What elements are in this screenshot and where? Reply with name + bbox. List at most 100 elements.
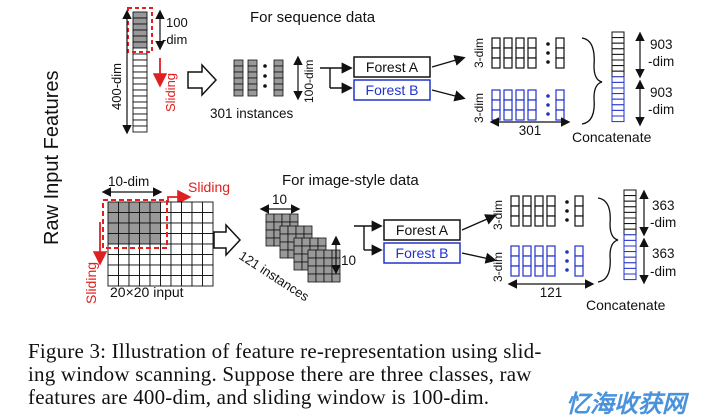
- image-cell: [191, 233, 203, 245]
- class-cell: [522, 245, 532, 257]
- out-b-dim-label-2-bottom: -dim: [650, 264, 676, 279]
- ellipsis-dot: [565, 200, 569, 204]
- patch-cell: [293, 253, 303, 263]
- class-cell: [546, 245, 556, 257]
- forest-b-box-bottom: [383, 242, 461, 264]
- patch-cell: [307, 265, 317, 275]
- image-cell: [191, 243, 203, 255]
- ellipsis-dot: [546, 94, 550, 98]
- concat-cell: [623, 234, 637, 241]
- class-cell: [515, 37, 525, 49]
- class-dim-a-label-bottom: 3-dim: [491, 200, 505, 230]
- image-cell: [128, 243, 140, 255]
- image-cell: [202, 264, 214, 276]
- image-cell: [118, 222, 130, 234]
- class-cell: [522, 255, 532, 267]
- instance-cell: [247, 65, 258, 73]
- concat-cell: [623, 245, 637, 253]
- instance-cell: [247, 59, 258, 67]
- patch-height-label: 10: [341, 253, 356, 268]
- image-cell: [170, 233, 182, 245]
- image-cell: [191, 254, 203, 266]
- patch-cell: [331, 273, 341, 283]
- instance-dim-label: 100-dim: [302, 60, 316, 103]
- image-cell: [160, 243, 172, 255]
- instance-cell: [233, 59, 244, 67]
- concat-cell: [611, 104, 625, 111]
- class-cell: [555, 99, 565, 111]
- patch-cell: [265, 237, 275, 247]
- class-vectors-a-top: [491, 37, 565, 69]
- vector-cell: [132, 41, 148, 49]
- forest-a-box-top: [353, 56, 431, 78]
- sliding-right-label: Sliding: [188, 179, 230, 195]
- concat-cell: [623, 267, 637, 275]
- ellipsis-dot: [546, 103, 550, 107]
- class-cell: [491, 57, 501, 69]
- patch-cell: [323, 273, 333, 283]
- patch-cell: [287, 225, 297, 235]
- class-cell: [527, 57, 537, 69]
- forest-a-box-bottom: [383, 219, 461, 241]
- image-cell: [170, 222, 182, 234]
- concat-cell: [623, 195, 637, 202]
- forest-a-label-bottom: Forest A: [396, 222, 449, 238]
- image-cell: [202, 275, 214, 287]
- class-cell: [534, 215, 544, 227]
- patch-cell: [317, 237, 327, 247]
- class-cell: [503, 99, 513, 111]
- concat-cell: [611, 98, 625, 106]
- raw-sequence-vector: [132, 11, 148, 133]
- patch-cell: [309, 237, 319, 247]
- image-cell: [160, 222, 172, 234]
- class-cell: [546, 265, 556, 277]
- caption-line-1: Figure 3: Illustration of feature re-rep…: [28, 339, 542, 363]
- class-cell: [574, 255, 584, 267]
- image-cell: [149, 212, 161, 224]
- class-cell: [574, 265, 584, 277]
- forest-b-label-top: Forest B: [366, 82, 419, 98]
- concat-cell: [623, 200, 637, 208]
- image-cell: [202, 254, 214, 266]
- image-cell: [139, 254, 151, 266]
- patch-cell: [265, 213, 275, 223]
- image-cell: [128, 264, 140, 276]
- instance-cell: [273, 71, 284, 79]
- sliding-down-label: Sliding: [83, 262, 99, 304]
- class-cell: [510, 245, 520, 257]
- concat-cell: [623, 251, 637, 258]
- hollow-arrow-top: [187, 63, 218, 97]
- forest-b-output-arrow-bottom: [461, 252, 497, 264]
- image-cell: [191, 264, 203, 276]
- patch-cell: [279, 233, 289, 243]
- image-cell: [170, 201, 182, 213]
- image-patch-stack: [265, 213, 341, 283]
- class-cell: [515, 47, 525, 59]
- class-cell: [574, 245, 584, 257]
- class-cell: [574, 195, 584, 207]
- instance-cell: [247, 89, 258, 97]
- image-cell: [149, 254, 161, 266]
- image-cell: [118, 212, 130, 224]
- window-dim-label-2: -dim: [162, 32, 187, 47]
- image-cell: [202, 243, 214, 255]
- concat-cell: [623, 256, 637, 264]
- class-vectors-b-top: [491, 89, 565, 121]
- concat-brace-bottom: [597, 197, 619, 283]
- class-dim-b-label-bottom: 3-dim: [491, 252, 505, 282]
- class-cell: [522, 195, 532, 207]
- vector-cell: [132, 83, 148, 91]
- watermark-logo: 忆海收获网: [566, 391, 686, 418]
- out-a-dim-label-2-top: -dim: [648, 54, 674, 69]
- image-cell: [160, 233, 172, 245]
- concat-cell: [623, 189, 637, 197]
- ellipsis-dot: [565, 209, 569, 213]
- image-cell: [139, 201, 151, 213]
- image-cell: [118, 201, 130, 213]
- instance-cell: [233, 83, 244, 91]
- ellipsis-dot: [263, 74, 267, 78]
- class-cell: [555, 47, 565, 59]
- image-cell: [139, 264, 151, 276]
- sliding-label-top: Sliding: [163, 73, 178, 112]
- patch-cell: [323, 249, 333, 259]
